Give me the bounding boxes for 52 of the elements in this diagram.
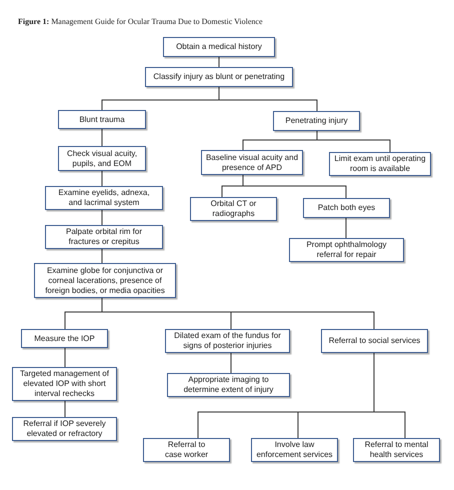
connector-line	[102, 298, 374, 330]
step-box	[143, 438, 230, 462]
step-box	[165, 329, 290, 353]
connector-line	[64, 348, 66, 368]
step-label: Examine eyelids, adnexa, and lacrimal system	[57, 188, 151, 208]
step-label: Obtain a medical history	[176, 42, 262, 52]
connector-line	[230, 352, 232, 374]
step-box	[145, 67, 293, 87]
figure-title: Figure 1: Management Guide for Ocular Trauma Due to Domestic Violence	[18, 17, 263, 27]
step-label: Referral to case worker	[164, 440, 210, 460]
step-label: Referral to mental health services	[364, 440, 430, 460]
step-box	[329, 152, 431, 176]
step-label: Blunt trauma	[79, 114, 125, 124]
step-box	[321, 329, 428, 353]
step-box	[190, 197, 277, 221]
step-box	[201, 150, 303, 175]
connector-line	[218, 56, 220, 68]
step-label: Patch both eyes	[318, 203, 376, 213]
step-label: Baseline visual acuity and presence of APD	[205, 152, 299, 172]
step-box	[167, 373, 290, 397]
connector-line	[316, 130, 390, 152]
step-label: Involve law enforcement services	[255, 440, 334, 460]
step-label: Referral if IOP severely elevated or refractory	[22, 419, 107, 439]
step-label: Referral to social services	[328, 336, 420, 346]
step-box	[34, 263, 176, 298]
step-label: Dilated exam of the fundus for signs of posterior injuries	[173, 331, 282, 351]
step-box	[45, 186, 163, 210]
step-box	[12, 367, 117, 401]
step-box	[353, 438, 440, 462]
step-label: Check visual acuity, pupils, and EOM	[66, 148, 138, 168]
step-label: Measure the IOP	[34, 334, 95, 344]
step-box	[303, 198, 390, 218]
step-box	[21, 329, 108, 348]
step-box	[58, 146, 146, 171]
step-label: Orbital CT or radiographs	[210, 199, 258, 219]
step-label: Classify injury as blunt or penetrating	[153, 72, 285, 82]
step-box	[58, 110, 146, 129]
step-box	[12, 417, 117, 441]
step-box	[289, 238, 404, 262]
step-label: Appropriate imaging to determine extent of injury	[182, 375, 274, 395]
step-label: Examine globe for conjunctiva or corneal lacerations, presence of foreign bodies, or media opacities	[44, 266, 166, 296]
step-box	[163, 37, 275, 57]
step-label: Prompt ophthalmology referral for repair	[305, 240, 388, 260]
connector-line	[242, 174, 346, 198]
step-box	[45, 225, 163, 249]
step-label: Limit exam until operating room is available	[333, 154, 427, 174]
step-box	[251, 438, 338, 462]
step-label: Palpate orbital rim for fractures or crepitus	[64, 227, 144, 247]
step-label: Targeted management of elevated IOP with short interval rechecks	[19, 369, 110, 399]
step-box	[273, 111, 360, 131]
connector-line	[64, 400, 66, 418]
step-label: Penetrating injury	[285, 116, 348, 126]
